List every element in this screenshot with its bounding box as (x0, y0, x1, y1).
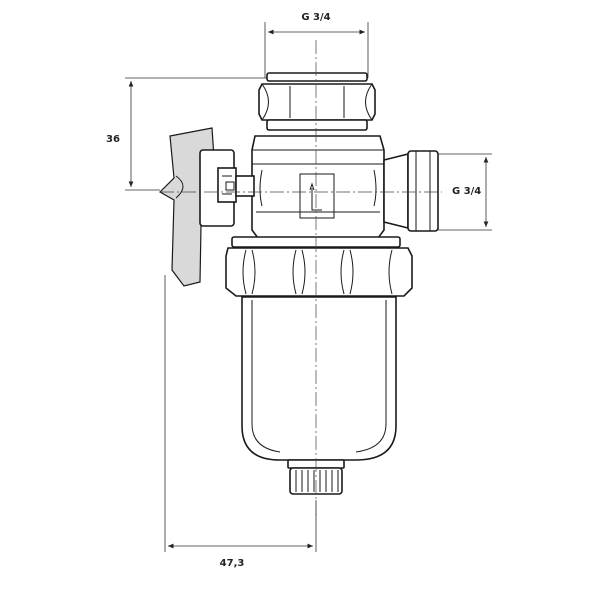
top-hex-nut (258, 72, 376, 131)
valve-handle (159, 127, 255, 287)
filter-bowl (241, 296, 397, 461)
side-thread-dimension: G 3/4 (438, 153, 492, 231)
top-thread-dimension: G 3/4 (264, 12, 369, 78)
valve-body (251, 135, 385, 239)
height-label: 36 (106, 134, 120, 145)
side-thread-label: G 3/4 (452, 186, 481, 197)
height-dimension: 36 (106, 77, 268, 191)
side-outlet-fitting (383, 150, 439, 232)
width-label: 47,3 (220, 558, 245, 569)
center-lines (160, 40, 442, 520)
bowl-nut-ring (225, 236, 413, 297)
width-dimension: 47,3 (164, 275, 317, 569)
top-thread-label: G 3/4 (301, 12, 330, 23)
